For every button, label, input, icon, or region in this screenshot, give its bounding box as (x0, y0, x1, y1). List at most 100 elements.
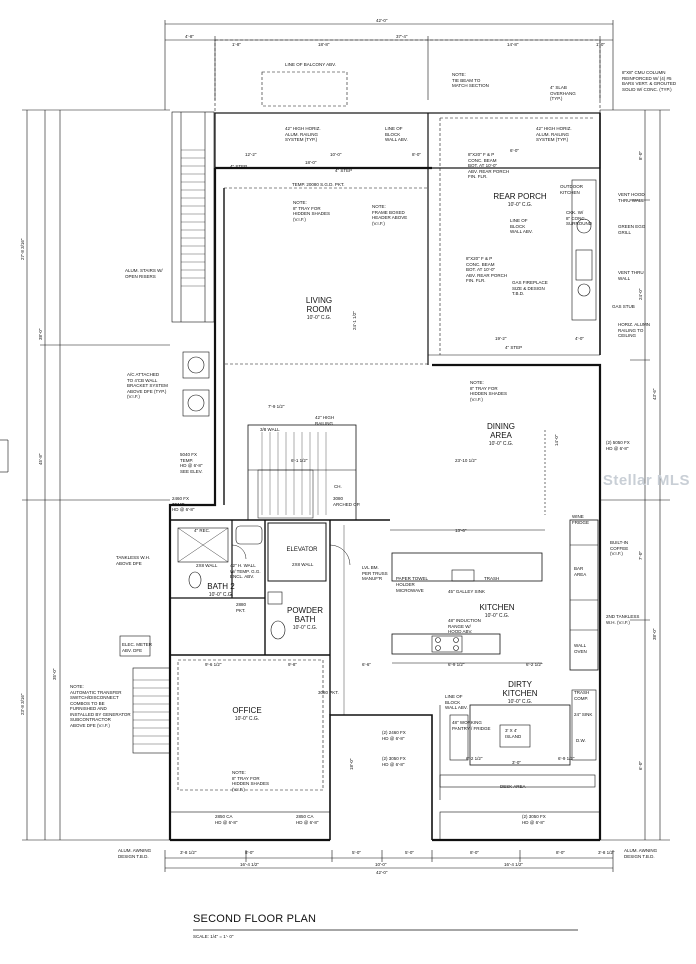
note-built-in: BUILT-IN COFFEE (V.I.F.) (610, 540, 629, 556)
dim-bot-right: 16'-4 1/2" (504, 862, 523, 867)
note-microwave: MICROWAVE (396, 588, 424, 593)
note-trash: TRASH (484, 576, 500, 581)
dim-right-e: 7'-0" (638, 551, 643, 560)
room-living-name: LIVING ROOM (305, 296, 333, 314)
note-step: 4" STEP (230, 164, 248, 169)
dim-left-total-lower: 23'-8 3/16" (20, 693, 25, 715)
room-office-ceiling: 10'-0" C.G. (234, 716, 260, 722)
note-temp-pkt: TEMP. 20080 S.G.D. PKT. (292, 182, 345, 187)
note-railing: 42" HIGH HORIZ. ALUM. RAILING SYSTEM (TY… (285, 126, 321, 142)
dim-dining-h: 14'-0" (554, 434, 559, 446)
note-fx-1: 5040 FX TEMP. HD @ 6'-8" SEE ELEV. (180, 452, 203, 474)
note-wine: WINE FRIDGE (572, 514, 590, 525)
dim-left-a: 38'-0" (38, 328, 43, 340)
dim-overall-bottom: 42'-0" (376, 870, 388, 875)
dim-office-b: 9'-8" (288, 662, 297, 667)
dim-stair-b: 6'-1 1/2" (291, 458, 308, 463)
room-powder-name: POWDER BATH (287, 606, 323, 624)
room-bath2-name: BATH 2 (207, 582, 235, 591)
dim-kitch-c: 6'-2 1/2" (526, 662, 543, 667)
note-fireplace: GAS FIREPLACE SIZE & DESIGN T.B.D. (512, 280, 548, 296)
note-arched: 3080 ARCHED OP. (333, 496, 361, 507)
note-pkt-1: 2880 PKT. (236, 602, 247, 613)
note-pkt-3: 3080 PKT. (318, 690, 339, 695)
note-wall-38: 3/8 WALL (260, 427, 280, 432)
room-elevator-name: ELEVATOR (286, 547, 318, 553)
note-galley: 45" GALLEY SINK (448, 589, 486, 594)
dim-bot-left: 16'-4 1/2" (240, 862, 259, 867)
room-living-ceiling: 10'-0" C.G. (306, 315, 332, 321)
dim-living-w: 18'-0" (305, 160, 317, 165)
room-kitchen-ceiling: 10'-0" C.G. (484, 613, 510, 619)
dim-bot-f: 8'-0" (556, 850, 565, 855)
room-dining-ceiling: 10'-0" C.G. (488, 441, 514, 447)
note-tie-beam: NOTE: TIE BEAM TO MATCH SECTION (452, 72, 489, 88)
note-sink: 24" SINK (574, 712, 593, 717)
note-header-above: NOTE: FRAME BOXED HEADER ABOVE (V.I.F.) (372, 204, 408, 226)
note-wine-2: 48" WORKING PANTRY / FRIDGE (452, 720, 491, 731)
dim-bot-b: 8'-0" (245, 850, 254, 855)
note-step-2: 4" STEP (335, 168, 353, 173)
dim-dining-w: 23'-10 1/2" (455, 458, 477, 463)
note-transfer: NOTE: AUTOMATIC TRANSFER SWITCH/DISCONNE… (70, 684, 131, 728)
dim-stair-a: 7'-9 1/2" (268, 404, 285, 409)
note-hidden-shades-3: NOTE: 8" TRAY FOR HIDDEN SHADES (V.I.F.) (232, 770, 270, 792)
dim-top-d: 18'-8" (318, 42, 330, 47)
dim-porch-e: 19'-2" (495, 336, 507, 341)
note-desk: DESK AREA (500, 784, 526, 789)
note-bar-area: BAR AREA (574, 566, 587, 577)
dim-porch-a: 12'-2" (245, 152, 257, 157)
dim-dk-c: 6'-9 1/2" (558, 756, 575, 761)
note-slab: 4" SLAB OVERHANG (TYP.) (550, 85, 576, 101)
note-wall-oven: WALL OVEN (574, 643, 587, 654)
dim-left-total-upper: 27'-8 3/16" (20, 238, 25, 260)
note-wall-2x8: 2X8 WALL (196, 563, 218, 568)
note-awning-1: ALUM. AWNING DESIGN T.B.D. (118, 848, 152, 859)
note-dw: D.W. (576, 738, 586, 743)
room-elevator: ELEVATOR (280, 546, 324, 555)
dim-dk-a: 3'-0" (512, 760, 521, 765)
note-hidden-shades-1: NOTE: 8" TRAY FOR HIDDEN SHADES (V.I.F.) (293, 200, 331, 222)
dim-kitch-b: 6'-9 1/2" (448, 662, 465, 667)
note-fx-2: (2) 5050 FX HD @ 6'-8" (606, 440, 630, 451)
dim-bot-a: 3'-8 1/2" (180, 850, 197, 855)
dim-porch-f: 4'-0" (575, 336, 584, 341)
note-outdoor-kitchen: OUTDOOR KITCHEN (560, 184, 583, 195)
watermark: Stellar MLS (602, 472, 690, 489)
dim-right-c: 24'-0" (638, 288, 643, 300)
dim-bot-mid: 10'-0" (375, 862, 387, 867)
room-office-name: OFFICE (232, 706, 262, 715)
dim-bot-d: 5'-0" (405, 850, 414, 855)
dim-overall-top: 42'-0" (376, 18, 388, 23)
dim-left-c: 35'-0" (52, 668, 57, 680)
room-dining-name: DINING AREA (487, 422, 515, 440)
dim-bot-g: 3'-8 1/2" (598, 850, 615, 855)
dim-porch-c: 8'-0" (412, 152, 421, 157)
note-railing-right: 42" HIGH HORIZ. ALUM. RAILING SYSTEM (TY… (536, 126, 572, 142)
note-ch: CH. (334, 484, 342, 489)
room-kitchen-name: KITCHEN (479, 603, 515, 612)
note-gas-stub: GAS STUB (612, 304, 635, 309)
dim-top-f: 1'-0" (596, 42, 605, 47)
note-rec: 4" REC. (194, 528, 211, 533)
dim-top-e: 14'-8" (507, 42, 519, 47)
note-awning-2: ALUM. AWNING DESIGN T.B.D. (624, 848, 658, 859)
note-ca-1: 2850 CA HD @ 6'-8" (215, 814, 238, 825)
dim-island-w: 13'-6" (455, 528, 467, 533)
note-block-wall-2: LINE OF BLOCK WALL ABV. (510, 218, 533, 234)
note-alum-stairs: ALUM. STAIRS W/ OPEN RISERS (125, 268, 163, 279)
dim-porch-b: 10'-0" (330, 152, 342, 157)
note-vent-thru: VENT THRU WALL (618, 270, 644, 281)
note-hidden-shades-2: NOTE: 8" TRAY FOR HIDDEN SHADES (V.I.F.) (470, 380, 508, 402)
note-column: 8"X8" CMU COLUMN REINFORCED W/ (4) #5 BA… (622, 70, 677, 92)
dim-office-a: 9'-6 1/2" (205, 662, 222, 667)
note-balcony: LINE OF BALCONY ABV. (285, 62, 337, 67)
dim-living-h: 24'-1 1/2" (352, 311, 357, 330)
dim-right-b: 38'-0" (652, 628, 657, 640)
room-rear-porch-name: REAR PORCH (493, 192, 547, 201)
note-beam-1: 8"X20" F & P CONC. BEAM BOT. AT 10'-0" A… (468, 152, 510, 179)
